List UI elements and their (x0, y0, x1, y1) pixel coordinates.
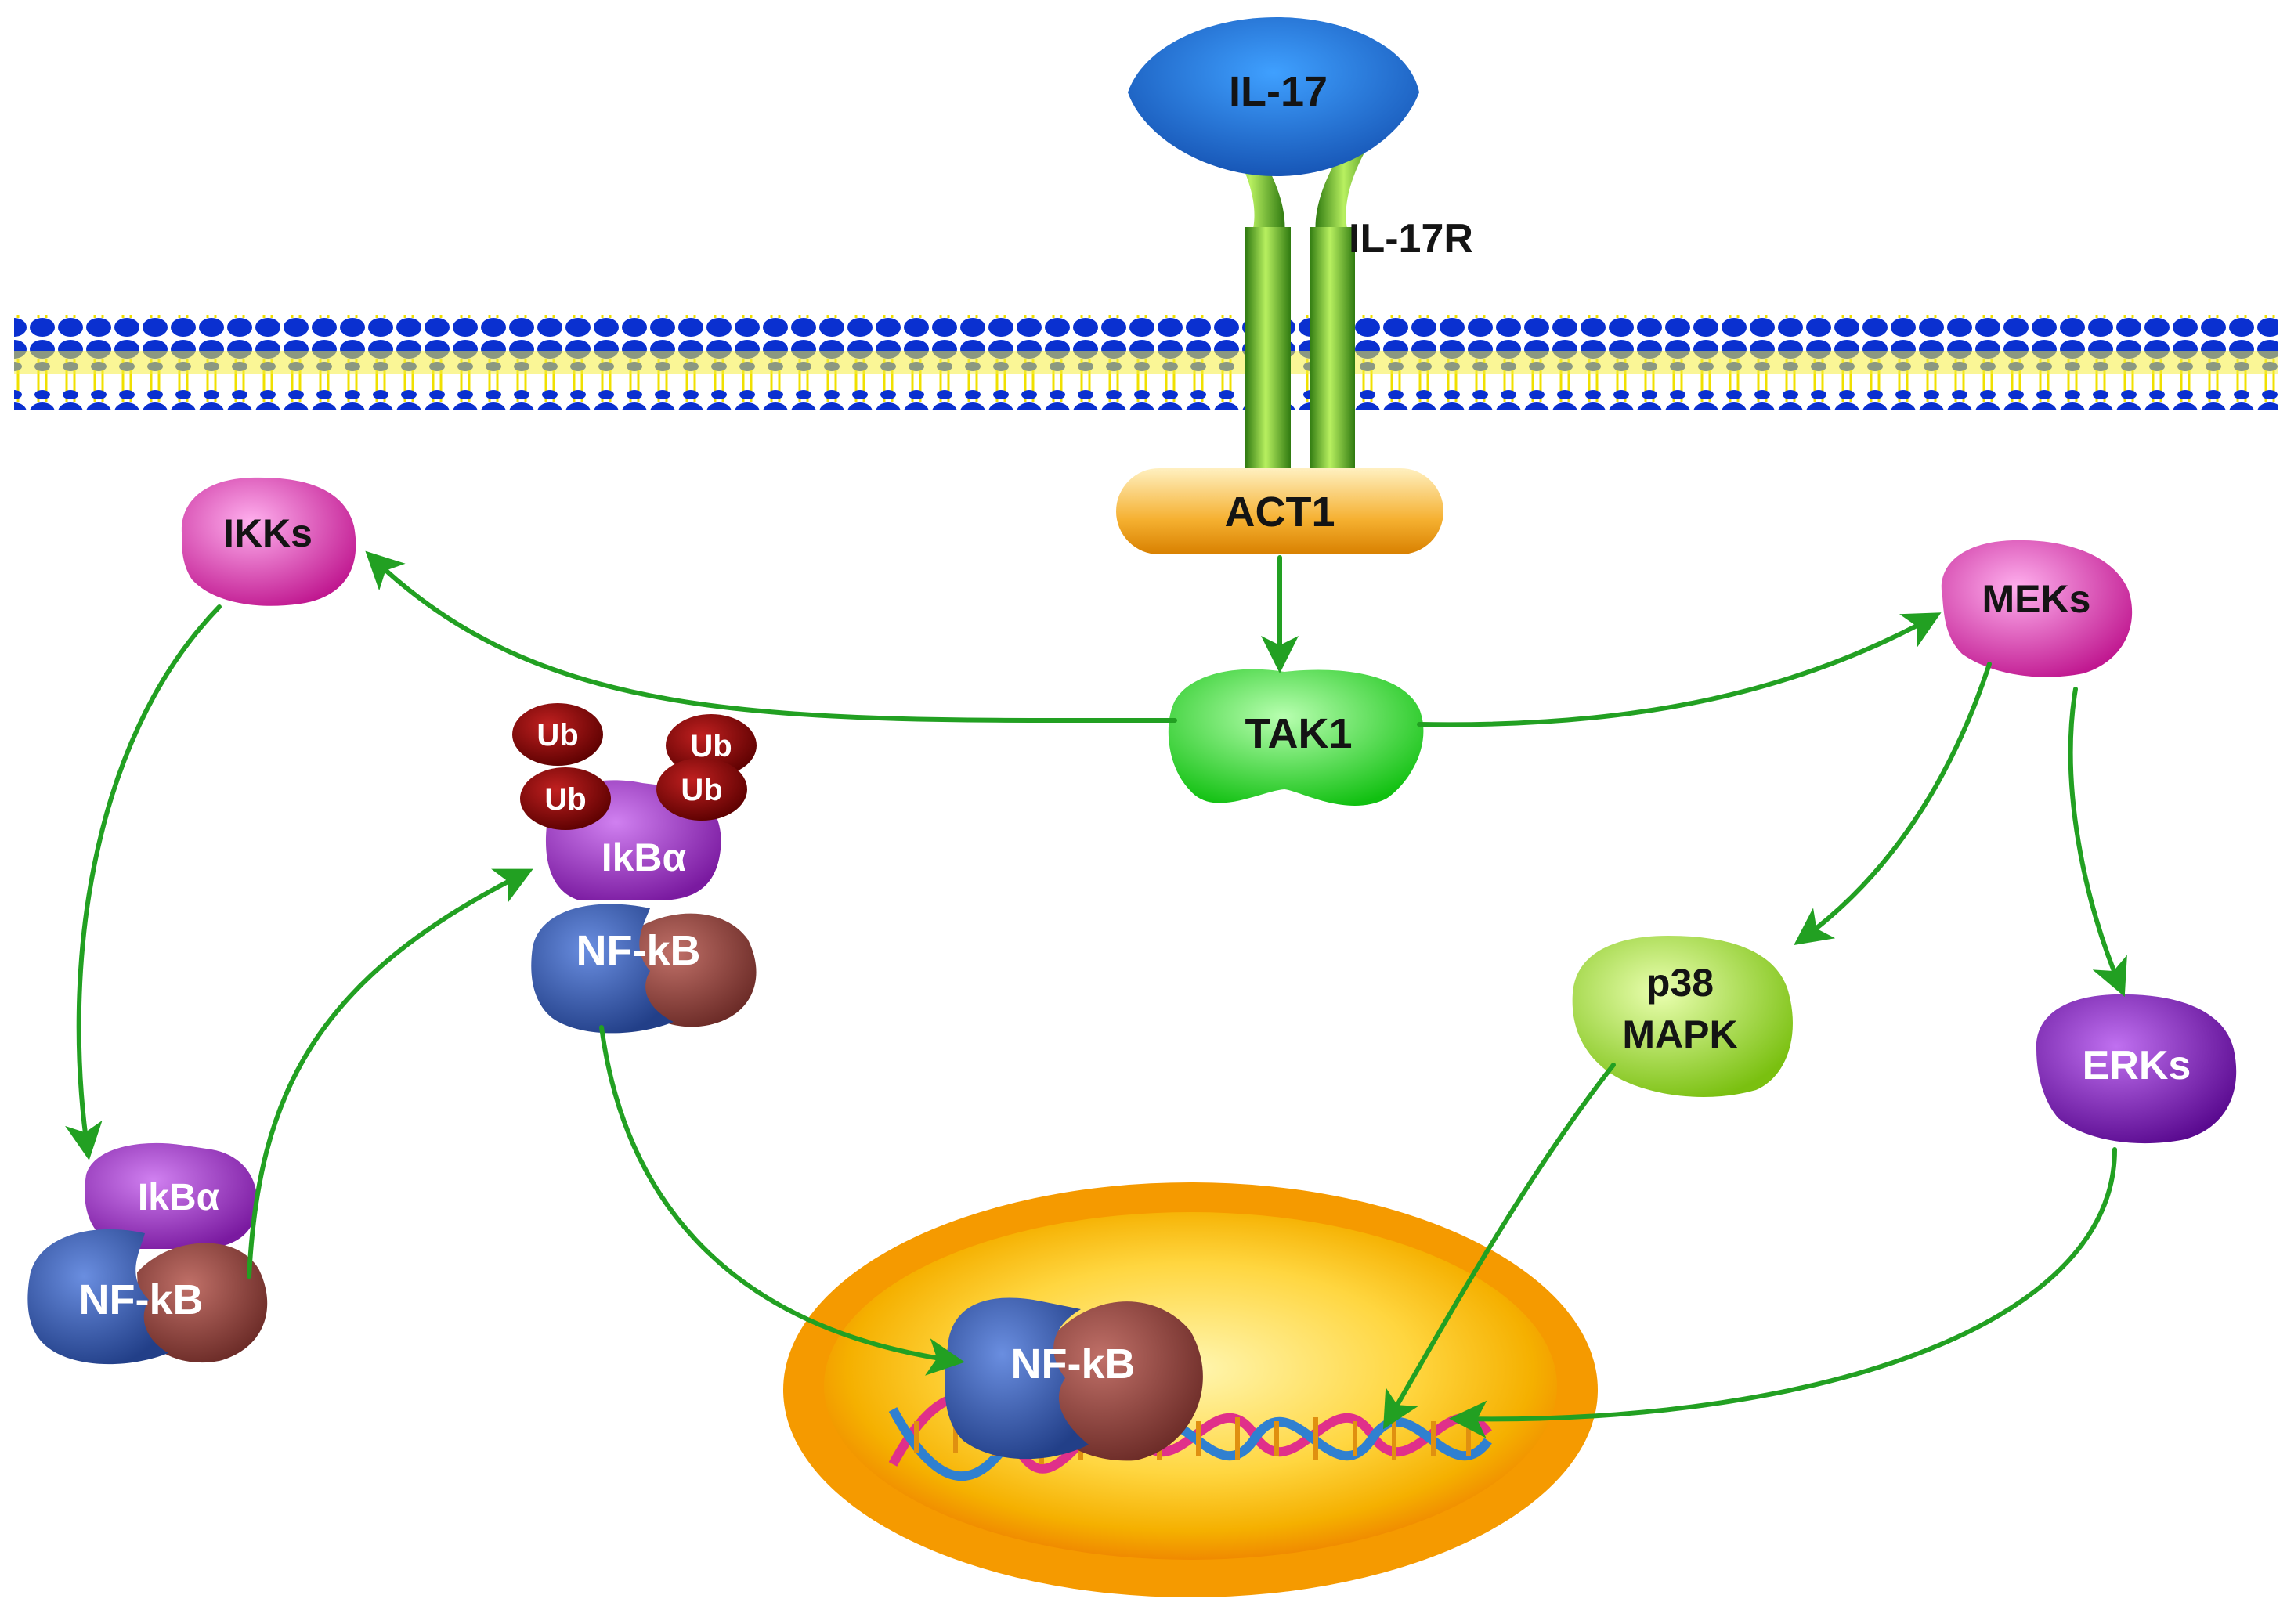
membrane-core (14, 351, 2278, 374)
il17-ligand (1128, 17, 1419, 176)
erks-node (2036, 994, 2237, 1144)
act1-node (1116, 468, 1443, 554)
ub-ikba-nfkb-complex (531, 780, 757, 1034)
arrow-erks-to-dna (1449, 1147, 2117, 1438)
il17-label: IL-17 (1229, 68, 1328, 115)
nfkb-nuclear-label: NF-kB (1011, 1341, 1136, 1388)
nfkb-top-label: NF-kB (576, 927, 701, 974)
arrow-tak1-to-meks (1417, 612, 1942, 727)
il17r-label: IL-17R (1349, 216, 1473, 262)
ub-label-3: Ub (690, 729, 732, 763)
act1-label: ACT1 (1224, 489, 1335, 536)
erks-label: ERKs (2083, 1043, 2191, 1088)
arrow-ikba-to-ub-complex (247, 868, 533, 1279)
ubiquitin-1 (512, 703, 603, 766)
arrow-tak1-to-ikks (365, 550, 1177, 724)
ikba-nfkb-complex (27, 1142, 268, 1365)
nfkb-left-label: NF-kB (79, 1276, 204, 1323)
ikba-top-label: IkBα (602, 835, 687, 879)
ub-label-2: Ub (544, 782, 586, 817)
meks-label: MEKs (1982, 577, 2091, 621)
arrow-ikks-to-ikba (65, 604, 222, 1160)
arrow-meks-to-erks (2068, 687, 2127, 998)
arrow-nfkb-to-nucleus (599, 1025, 965, 1376)
p38-mapk-node (1572, 936, 1793, 1097)
tak1-node (1168, 669, 1424, 806)
tak1-label: TAK1 (1245, 710, 1352, 757)
ub-label-1: Ub (537, 718, 578, 752)
ubiquitin-2 (520, 767, 611, 830)
arrows (65, 550, 2127, 1438)
p38-label-line1: p38 (1646, 961, 1714, 1005)
arrow-meks-to-p38 (1794, 662, 1992, 946)
meks-node (1941, 540, 2133, 677)
ikks-node (181, 477, 356, 606)
ub-label-4: Ub (681, 773, 722, 807)
ikks-label: IKKs (223, 511, 313, 555)
ikba-left-label: IkBα (138, 1177, 220, 1218)
il17-receptor (1222, 117, 1378, 493)
ubiquitin-4 (656, 758, 747, 821)
nfkb-nuclear-complex (945, 1297, 1203, 1461)
p38-label-line2: MAPK (1622, 1012, 1737, 1056)
arrow-p38-to-dna (1382, 1063, 1616, 1430)
